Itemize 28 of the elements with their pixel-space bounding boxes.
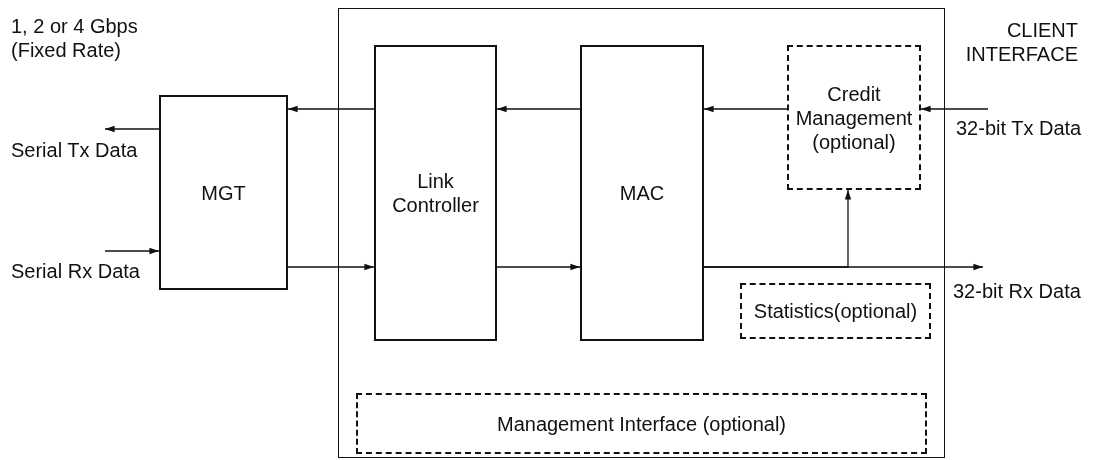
arrow: [104, 125, 160, 133]
arrow: [920, 105, 989, 113]
block-label: MAC: [619, 181, 665, 205]
arrow: [287, 105, 375, 113]
block-label: Management Interface (optional): [496, 411, 787, 436]
block-label: Credit Management (optional): [794, 81, 914, 154]
signal-label: 32-bit Tx Data: [956, 116, 1082, 140]
arrow: [104, 247, 160, 255]
rate-note: 1, 2 or 4 Gbps (Fixed Rate): [11, 14, 139, 62]
optional-block-box: [356, 393, 927, 454]
arrow: [496, 263, 581, 271]
container-box: [338, 8, 945, 458]
arrow: [496, 105, 581, 113]
optional-block-box: [740, 283, 931, 339]
block-label: Statistics(optional): [753, 299, 918, 323]
block-label: Link Controller: [391, 169, 480, 217]
signal-label: Serial Rx Data: [11, 259, 140, 283]
arrow: [703, 105, 788, 113]
signal-label: Serial Tx Data: [11, 138, 138, 162]
block-box: [374, 45, 497, 341]
block-box: [580, 45, 704, 341]
block-box: [159, 95, 288, 290]
signal-label: 32-bit Rx Data: [953, 279, 1081, 303]
arrow: [703, 189, 852, 268]
optional-block-box: [787, 45, 921, 190]
block-label: MGT: [201, 180, 246, 205]
interface-label: CLIENT INTERFACE: [964, 18, 1078, 66]
arrow: [287, 263, 375, 271]
